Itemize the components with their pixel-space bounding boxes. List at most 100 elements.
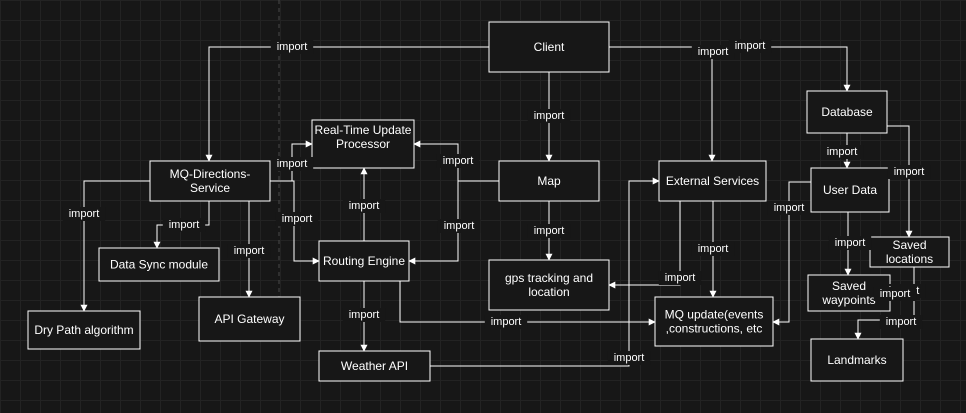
- edge-label-bg: [828, 236, 872, 250]
- node-external-label: External Services: [666, 174, 759, 188]
- edge-label-bg: [62, 207, 106, 221]
- edge-label-extra-1: import: [879, 315, 923, 329]
- edge-label-bg: [767, 201, 811, 215]
- node-realtime-label: Processor: [336, 137, 390, 151]
- edge-database-to-saved-locations: [887, 125, 913, 238]
- node-routing-box: [318, 240, 410, 282]
- node-landmarks-label: Landmarks: [827, 353, 886, 367]
- edge-user-data-to-mq-update-label: import: [767, 201, 811, 215]
- edge-client-to-database-label: import: [728, 39, 772, 53]
- edge-client-to-database: [609, 46, 851, 92]
- edge-mq-directions-to-api-gateway-label: import: [227, 244, 271, 258]
- node-map-box: [498, 160, 600, 202]
- edge-map-to-routing-label: import: [437, 219, 481, 233]
- node-api-gateway-box: [198, 296, 301, 342]
- node-realtime-label: Real-Time Update: [315, 123, 412, 137]
- edge-mq-directions-to-dry-path: [80, 180, 150, 312]
- node-mq-directions-label: MQ-Directions-: [170, 167, 251, 181]
- node-mq-update-label: MQ update(events: [665, 308, 764, 322]
- edge-weather-to-external: [430, 177, 660, 367]
- edge-routing-to-mq-update-label: import: [484, 315, 528, 329]
- node-map[interactable]: Map: [498, 160, 600, 202]
- edge-label-bg: [342, 308, 386, 322]
- node-mq-update-box: [654, 296, 774, 347]
- edge-label-text: import: [774, 202, 805, 214]
- node-mq-directions-box: [149, 160, 271, 202]
- edge-label-bg: [275, 212, 319, 226]
- edge-label-text: import: [277, 41, 308, 53]
- edge-external-to-mq-update-label: import: [691, 242, 735, 256]
- edge-mq-directions-to-dry-path-label: import: [62, 207, 106, 221]
- node-database-box: [806, 90, 888, 134]
- node-dry-path-box: [27, 310, 141, 350]
- node-client[interactable]: Client: [488, 21, 610, 73]
- edge-label-bg: [484, 315, 528, 329]
- node-routing[interactable]: Routing Engine: [318, 240, 410, 282]
- edge-label-text: import: [69, 208, 100, 220]
- node-dry-path[interactable]: Dry Path algorithm: [27, 310, 141, 350]
- edge-label-bg: [691, 45, 735, 59]
- edge-external-to-gps-label: import: [658, 271, 702, 285]
- node-mq-directions-label: Service: [190, 181, 230, 195]
- node-database[interactable]: Database: [806, 90, 888, 134]
- edge-label-text: import: [534, 225, 565, 237]
- edge-label-bg: [437, 219, 481, 233]
- edge-label-bg: [162, 218, 206, 232]
- edge-routing-to-weather-label: import: [342, 308, 386, 322]
- edge-label-text: import: [444, 220, 475, 232]
- node-saved-locations-label: Saved: [892, 238, 926, 252]
- node-saved-waypoints-label: waypoints: [821, 293, 875, 307]
- edge-label-bg: [607, 351, 651, 365]
- node-saved-locations-label: locations: [886, 252, 933, 266]
- edge-label-extra-2: import: [873, 287, 917, 301]
- node-database-label: Database: [821, 105, 873, 119]
- node-dry-path-label: Dry Path algorithm: [34, 323, 133, 337]
- edge-label-bg: [342, 199, 386, 213]
- edge-label-bg: [270, 157, 314, 171]
- edge-label-text: import: [665, 272, 696, 284]
- edge-label-text: import: [880, 288, 911, 300]
- node-saved-waypoints-label: Saved: [832, 279, 866, 293]
- node-api-gateway-label: API Gateway: [214, 312, 284, 326]
- node-gps-label: gps tracking and: [505, 271, 593, 285]
- node-client-label: Client: [534, 40, 565, 54]
- edge-label-text: import: [735, 40, 766, 52]
- node-data-sync[interactable]: Data Sync module: [98, 247, 220, 282]
- node-user-data[interactable]: User Data: [810, 167, 890, 213]
- node-routing-label: Routing Engine: [323, 254, 405, 268]
- edge-label-text: import: [698, 243, 729, 255]
- edge-label-bg: [527, 224, 571, 238]
- edge-map-to-realtime-label: import: [436, 154, 480, 168]
- node-external-box: [658, 160, 767, 202]
- node-gps-label: location: [528, 285, 569, 299]
- node-mq-update[interactable]: MQ update(events,constructions, etc: [654, 296, 774, 347]
- edge-label-text: import: [282, 213, 313, 225]
- edge-label-text: import: [277, 158, 308, 170]
- edge-label-text: import: [443, 155, 474, 167]
- node-data-sync-label: Data Sync module: [110, 258, 208, 272]
- edge-client-to-external-label: import: [691, 45, 735, 59]
- edge-routing-to-realtime-label: import: [342, 199, 386, 213]
- edge-client-to-mq-directions: [205, 46, 489, 162]
- node-mq-directions[interactable]: MQ-Directions-Service: [149, 160, 271, 202]
- node-external[interactable]: External Services: [658, 160, 767, 202]
- node-landmarks[interactable]: Landmarks: [810, 338, 904, 382]
- edge-label-text: import: [169, 219, 200, 231]
- edge-mq-directions-to-data-sync-label: import: [162, 218, 206, 232]
- edge-label-bg: [227, 244, 271, 258]
- edge-label-bg: [527, 109, 571, 123]
- edge-user-data-to-saved-waypoints-label: import: [828, 236, 872, 250]
- edge-routing-to-mq-update: [399, 281, 656, 326]
- edge-client-to-map-label: import: [527, 109, 571, 123]
- edge-label-text: import: [534, 110, 565, 122]
- edge-label-text: import: [234, 245, 265, 257]
- node-weather[interactable]: Weather API: [318, 350, 431, 382]
- node-mq-update-label: ,constructions, etc: [666, 322, 763, 336]
- node-api-gateway[interactable]: API Gateway: [198, 296, 301, 342]
